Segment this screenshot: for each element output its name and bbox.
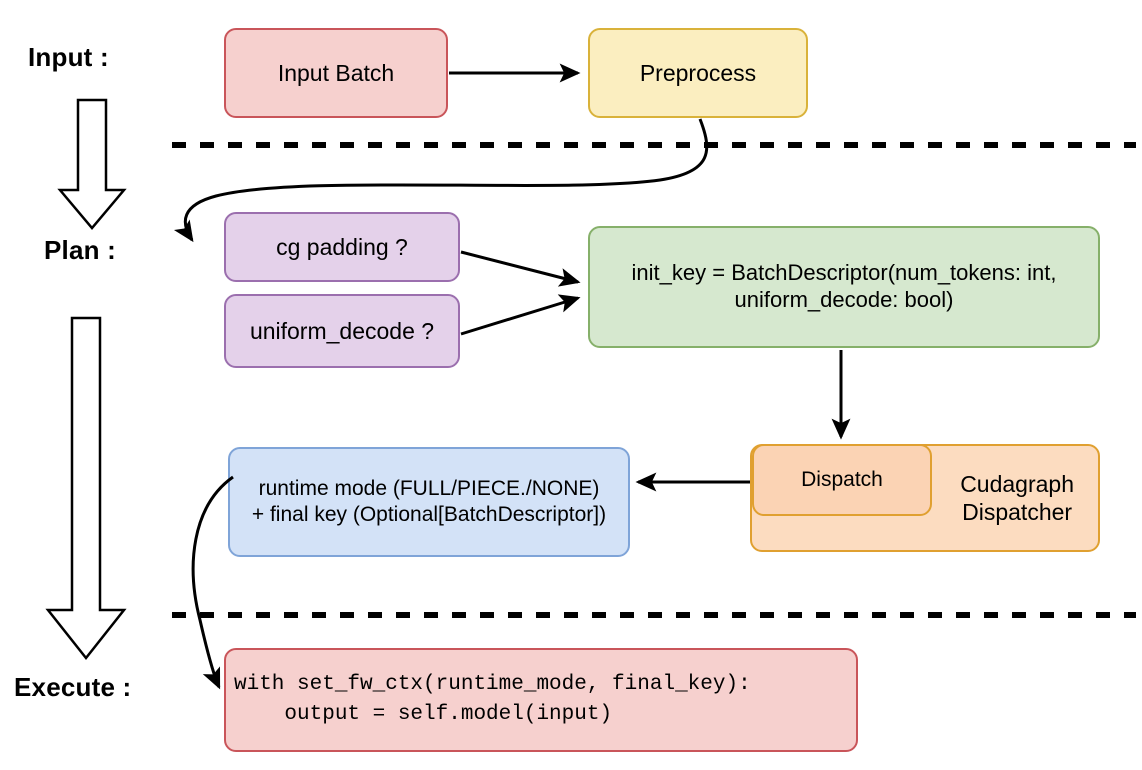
node-runtime-mode-label: runtime mode (FULL/PIECE./NONE) + final … — [251, 477, 607, 526]
node-input-batch-label: Input Batch — [277, 59, 395, 86]
section-label-input: Input : — [28, 42, 109, 72]
node-dispatch-label: Dispatch — [801, 468, 883, 492]
node-cg-padding-label: cg padding ? — [276, 233, 408, 260]
node-preprocess-label: Preprocess — [639, 59, 757, 86]
node-cg-padding[interactable]: cg padding ? — [224, 212, 460, 282]
arrow-cg-padding-to-init-key — [460, 250, 581, 287]
node-runtime-mode[interactable]: runtime mode (FULL/PIECE./NONE) + final … — [228, 447, 630, 557]
node-init-key[interactable]: init_key = BatchDescriptor(num_tokens: i… — [588, 226, 1100, 348]
node-cudagraph-dispatcher-label: Cudagraph Dispatcher — [960, 470, 1074, 525]
node-preprocess[interactable]: Preprocess — [588, 28, 808, 118]
node-execute-code[interactable]: with set_fw_ctx(runtime_mode, final_key)… — [224, 648, 858, 752]
section-label-plan: Plan : — [44, 235, 116, 265]
input-to-plan-arrow — [57, 98, 127, 230]
node-uniform-decode-label: uniform_decode ? — [249, 317, 435, 344]
arrow-uniform-decode-to-init-key — [460, 294, 581, 336]
node-init-key-label: init_key = BatchDescriptor(num_tokens: i… — [631, 260, 1057, 312]
node-uniform-decode[interactable]: uniform_decode ? — [224, 294, 460, 368]
section-label-execute: Execute : — [14, 672, 132, 702]
node-execute-code-label: with set_fw_ctx(runtime_mode, final_key)… — [234, 673, 751, 726]
node-input-batch[interactable]: Input Batch — [224, 28, 448, 118]
plan-to-execute-arrow — [45, 316, 127, 661]
node-dispatch[interactable]: Dispatch — [752, 444, 932, 516]
